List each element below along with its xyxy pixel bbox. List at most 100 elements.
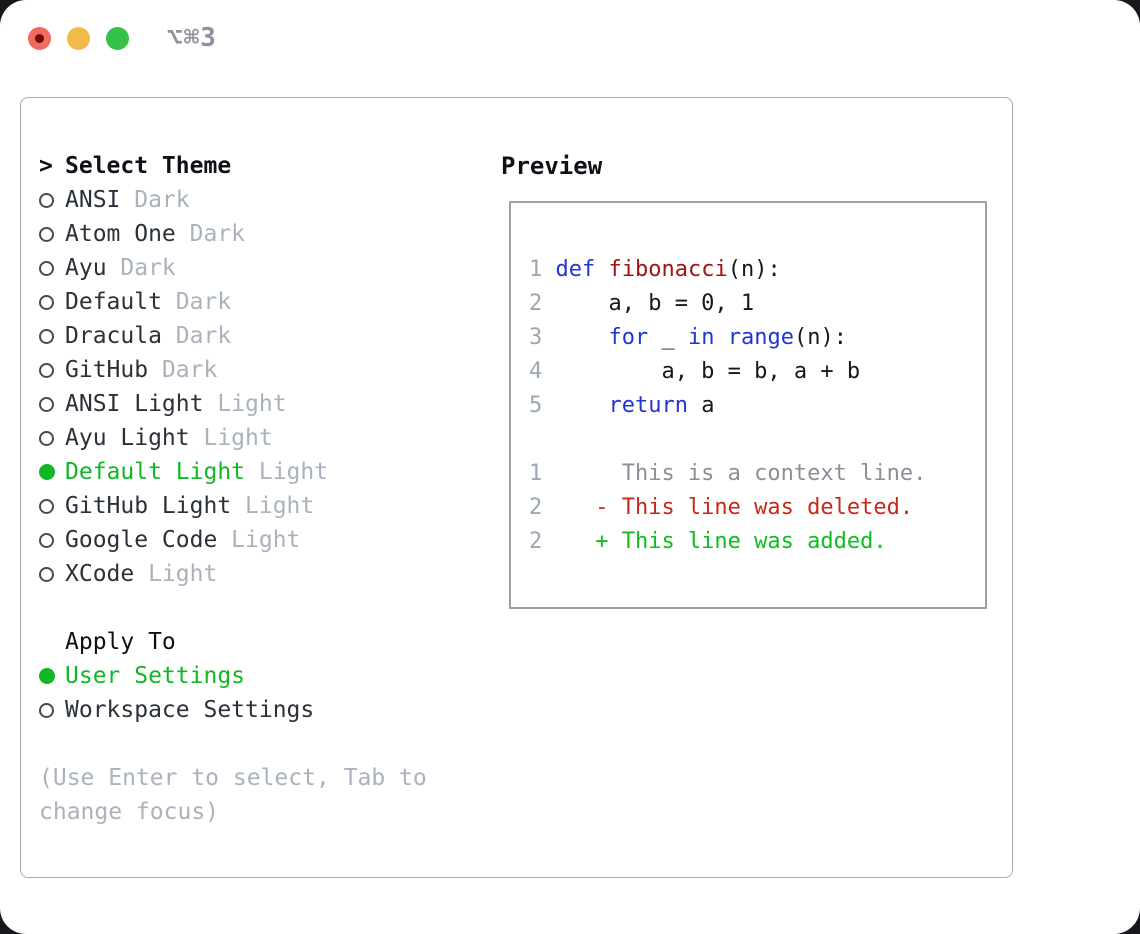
minimize-button[interactable] — [67, 27, 90, 50]
line-number: 3 — [529, 325, 543, 350]
code-token: (n): — [727, 257, 781, 282]
spacer — [39, 591, 501, 625]
code-token: _ — [648, 325, 688, 350]
theme-variant-tag: Dark — [120, 255, 176, 281]
select-theme-label: Select Theme — [65, 153, 232, 179]
radio-icon[interactable] — [39, 396, 54, 412]
theme-name: GitHub Light — [65, 493, 232, 519]
code-line: 1 This is a context line. — [529, 457, 985, 491]
radio-icon[interactable] — [39, 566, 54, 582]
radio-icon[interactable] — [39, 362, 54, 378]
code-token: + This line was added. — [555, 529, 887, 554]
code-line: 2 a, b = 0, 1 — [529, 287, 985, 321]
line-number: 1 — [529, 461, 543, 486]
line-number: 2 — [529, 291, 543, 316]
theme-variant-tag: Dark — [134, 187, 190, 213]
radio-icon[interactable] — [39, 668, 55, 684]
apply-to-header: Apply To — [39, 625, 501, 659]
theme-option-ansi[interactable]: ANSI Dark — [39, 183, 501, 217]
theme-name: GitHub — [65, 357, 149, 383]
theme-option-ayu-light[interactable]: Ayu Light Light — [39, 421, 501, 455]
theme-option-github[interactable]: GitHub Dark — [39, 353, 501, 387]
code-token — [555, 325, 608, 350]
code-token — [555, 393, 608, 418]
close-dot-icon — [35, 34, 44, 43]
theme-variant-tag: Light — [203, 425, 273, 451]
code-token: for — [608, 325, 649, 350]
code-token: in — [687, 325, 715, 350]
theme-option-github-light[interactable]: GitHub Light Light — [39, 489, 501, 523]
theme-name: Default — [65, 289, 162, 315]
theme-name: ANSI Light — [65, 391, 204, 417]
theme-name: Dracula — [65, 323, 162, 349]
code-line: 2 + This line was added. — [529, 525, 985, 559]
radio-icon[interactable] — [39, 328, 54, 344]
code-token: def — [555, 257, 596, 282]
theme-variant-tag: Dark — [175, 323, 232, 349]
code-line: 4 a, b = b, a + b — [529, 355, 985, 389]
theme-variant-tag: Light — [217, 391, 287, 417]
window-title: ⌥⌘3 — [167, 23, 217, 53]
theme-variant-tag: Light — [245, 493, 315, 519]
code-line: 3 for _ in range(n): — [529, 321, 985, 355]
code-token: - This line was deleted. — [555, 495, 914, 520]
radio-icon[interactable] — [39, 294, 54, 310]
theme-name: Ayu Light — [65, 425, 190, 451]
theme-variant-tag: Light — [231, 527, 301, 553]
theme-variant-tag: Dark — [161, 357, 218, 383]
radio-icon[interactable] — [39, 430, 54, 446]
theme-name: ANSI — [65, 187, 121, 213]
line-number: 1 — [529, 257, 543, 282]
theme-name: Ayu — [65, 255, 107, 281]
traffic-lights — [28, 27, 129, 50]
theme-option-default[interactable]: Default Dark — [39, 285, 501, 319]
line-number: 5 — [529, 393, 543, 418]
theme-variant-tag: Dark — [175, 289, 232, 315]
code-token: return — [608, 393, 688, 418]
code-line — [529, 423, 985, 457]
apply-option-label: User Settings — [65, 663, 246, 689]
theme-variant-tag: Dark — [189, 221, 246, 247]
radio-icon[interactable] — [39, 260, 54, 276]
code-token: (n): — [793, 325, 847, 350]
code-token: fibonacci — [608, 257, 728, 282]
theme-option-ayu[interactable]: Ayu Dark — [39, 251, 501, 285]
zoom-button[interactable] — [106, 27, 129, 50]
theme-name: Google Code — [65, 527, 218, 553]
apply-option-label: Workspace Settings — [65, 697, 315, 723]
apply-to-label: Apply To — [65, 629, 176, 655]
line-number: 2 — [529, 529, 543, 554]
apply-option-workspace-settings[interactable]: Workspace Settings — [39, 693, 501, 727]
code-token: a, b = 0, 1 — [555, 291, 755, 316]
radio-icon[interactable] — [39, 192, 54, 208]
preview-header: Preview — [501, 152, 603, 180]
code-line: 1 def fibonacci(n): — [529, 253, 985, 287]
theme-option-ansi-light[interactable]: ANSI Light Light — [39, 387, 501, 421]
apply-option-user-settings[interactable]: User Settings — [39, 659, 501, 693]
theme-name: Default Light — [65, 459, 246, 485]
radio-icon[interactable] — [39, 702, 54, 718]
theme-option-xcode[interactable]: XCode Light — [39, 557, 501, 591]
radio-icon[interactable] — [39, 464, 55, 480]
code-token: range — [727, 325, 794, 350]
radio-icon[interactable] — [39, 498, 54, 514]
radio-icon[interactable] — [39, 532, 54, 548]
prompt-icon: > — [39, 153, 53, 179]
close-button[interactable] — [28, 27, 51, 50]
theme-option-dracula[interactable]: Dracula Dark — [39, 319, 501, 353]
radio-icon[interactable] — [39, 226, 54, 242]
theme-option-google-code[interactable]: Google Code Light — [39, 523, 501, 557]
theme-variant-tag: Light — [148, 561, 218, 587]
code-line: 5 return a — [529, 389, 985, 423]
theme-name: XCode — [65, 561, 135, 587]
